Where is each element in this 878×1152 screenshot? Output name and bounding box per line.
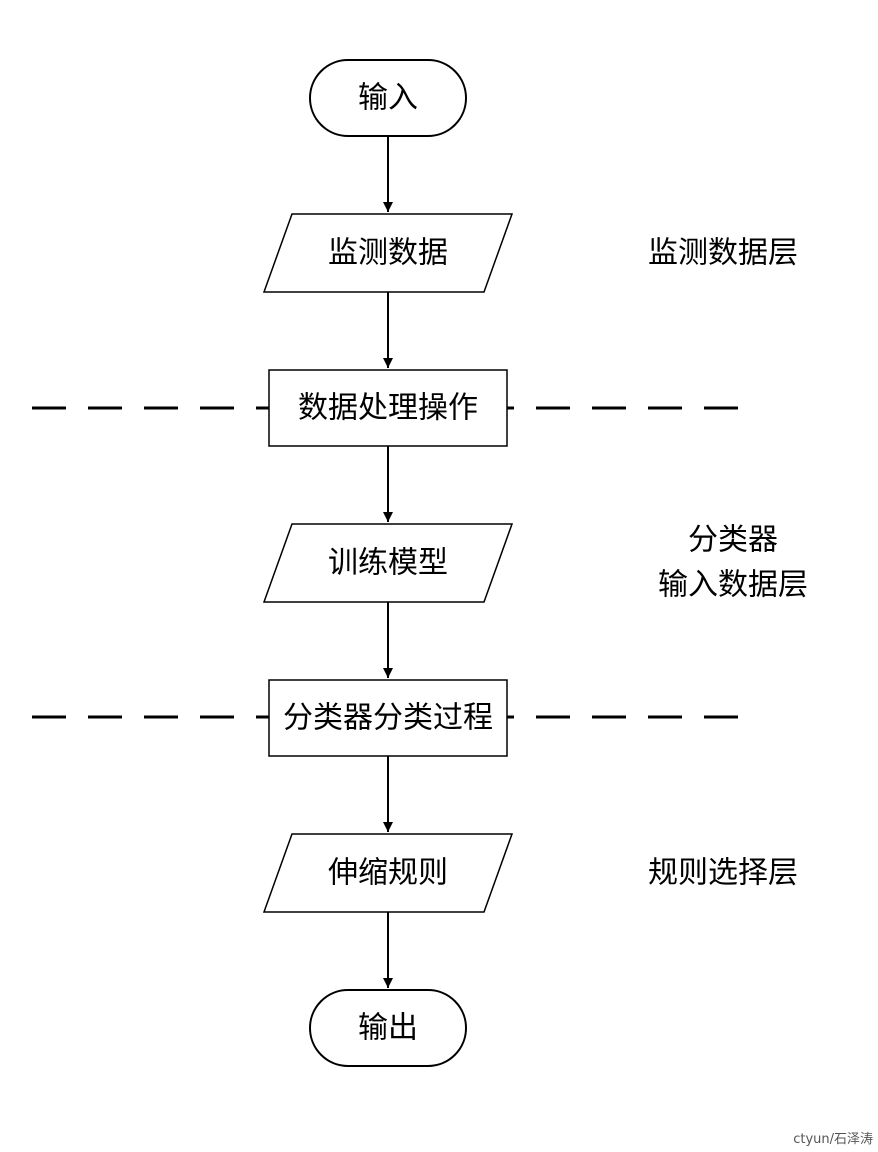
data-processing-label: 数据处理操作 — [298, 391, 478, 426]
end-label: 输出 — [358, 1011, 418, 1046]
scaling-rules-node: 伸缩规则 — [262, 833, 514, 913]
rule-selection-layer-label: 规则选择层 — [648, 856, 798, 891]
start-terminal: 输入 — [309, 59, 467, 137]
end-terminal: 输出 — [309, 989, 467, 1067]
watermark-text: ctyun/石泽涛 — [793, 1131, 873, 1147]
train-model-label: 训练模型 — [328, 546, 448, 581]
classifier-layer-label-line1: 分类器 — [688, 523, 778, 558]
classifier-layer-label-line2: 输入数据层 — [658, 568, 808, 603]
monitor-layer-label: 监测数据层 — [648, 236, 798, 271]
train-model-node: 训练模型 — [262, 523, 514, 603]
monitor-data-node: 监测数据 — [262, 213, 514, 293]
data-processing-node: 数据处理操作 — [268, 369, 508, 447]
classification-label: 分类器分类过程 — [283, 701, 493, 736]
monitor-data-label: 监测数据 — [328, 236, 448, 271]
start-label: 输入 — [358, 81, 418, 116]
classification-node: 分类器分类过程 — [268, 679, 508, 757]
scaling-rules-label: 伸缩规则 — [328, 856, 448, 891]
